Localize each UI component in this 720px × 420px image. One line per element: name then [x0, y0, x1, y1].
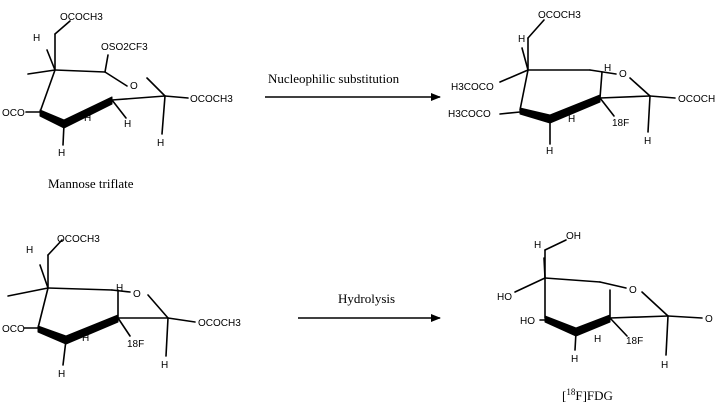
hydroxyl-label: O: [705, 314, 713, 325]
atom-labels: H OCOCH3 H O OCO H 18F OCOCH3 H H: [2, 234, 241, 380]
fluorine-18-label: 18F: [127, 339, 144, 350]
h-label: H: [518, 34, 525, 45]
h-label: H: [82, 333, 89, 344]
caption-bracket: [: [562, 388, 566, 403]
ring-oxygen-label: O: [629, 285, 637, 296]
ring-oxygen-label: O: [133, 289, 141, 300]
h-label: H: [571, 354, 578, 365]
acetate-label: OCOCH3: [190, 94, 233, 105]
molecule-fdg: H OH HO O HO H 18F O H H [18F]FDG: [497, 231, 713, 403]
substituent-bonds: [7, 239, 196, 366]
h-label: H: [116, 283, 123, 294]
h-label: H: [124, 119, 131, 130]
molecule-acetylated-fdg: H OCOCH3 H3COCO H O H3COCO H 18F OCOCH H…: [448, 10, 715, 157]
fluorine-18-label: 18F: [626, 336, 643, 347]
ring-bonds: [39, 69, 166, 129]
substituent-bonds: [499, 19, 676, 145]
h-label: H: [58, 148, 65, 159]
substituent-bonds: [514, 239, 703, 356]
hydroxyl-label: OH: [566, 231, 581, 242]
h-label: H: [568, 114, 575, 125]
hydroxyl-label: HO: [520, 316, 535, 327]
substituent-bonds: [25, 20, 189, 146]
h-label: H: [84, 113, 91, 124]
acetate-label: OCOCH3: [538, 10, 581, 21]
acetate-label: OCOCH: [678, 94, 715, 105]
molecule-caption: [18F]FDG: [562, 387, 613, 403]
atom-labels: H OCOCH3 OSO2CF3 O OCO H H OCOCH3 H H: [2, 12, 233, 159]
caption-name: F]FDG: [575, 388, 613, 403]
h-label: H: [161, 360, 168, 371]
reaction-label: Hydrolysis: [338, 291, 395, 306]
acetate-label: OCOCH3: [60, 12, 103, 23]
molecule-acetylated-fdg-repeat: H OCOCH3 H O OCO H 18F OCOCH3 H H: [2, 234, 241, 380]
h-label: H: [546, 146, 553, 157]
molecule-mannose-triflate: H OCOCH3 OSO2CF3 O OCO H H OCOCH3 H H Ma…: [2, 12, 233, 191]
acetate-label: OCO: [2, 324, 25, 335]
reaction-arrow-hydrolysis: Hydrolysis: [298, 291, 441, 322]
molecule-caption: Mannose triflate: [48, 176, 134, 191]
acetate-label: OCO: [2, 108, 25, 119]
ring-bonds: [519, 69, 651, 124]
reaction-arrow-substitution: Nucleophilic substitution: [265, 71, 441, 101]
hydroxyl-label: HO: [497, 292, 512, 303]
h-label: H: [33, 33, 40, 44]
h-label: H: [26, 245, 33, 256]
caption-isotope: 18: [566, 387, 576, 397]
acetate-label: H3COCO: [448, 109, 491, 120]
h-label: H: [58, 369, 65, 380]
acetate-label: OCOCH3: [198, 318, 241, 329]
h-label: H: [157, 138, 164, 149]
atom-labels: H OH HO O HO H 18F O H H: [497, 231, 713, 371]
ring-bonds: [544, 277, 669, 337]
h-label: H: [534, 240, 541, 251]
atom-labels: H OCOCH3 H3COCO H O H3COCO H 18F OCOCH H…: [448, 10, 715, 157]
ring-bonds: [37, 287, 169, 345]
acetate-label: OCOCH3: [57, 234, 100, 245]
h-label: H: [594, 334, 601, 345]
triflate-label: OSO2CF3: [101, 42, 148, 53]
reaction-label: Nucleophilic substitution: [268, 71, 400, 86]
h-label: H: [604, 63, 611, 74]
ring-oxygen-label: O: [619, 69, 627, 80]
ring-oxygen-label: O: [130, 81, 138, 92]
fluorine-18-label: 18F: [612, 118, 629, 129]
h-label: H: [661, 360, 668, 371]
h-label: H: [644, 136, 651, 147]
acetate-label: H3COCO: [451, 82, 494, 93]
